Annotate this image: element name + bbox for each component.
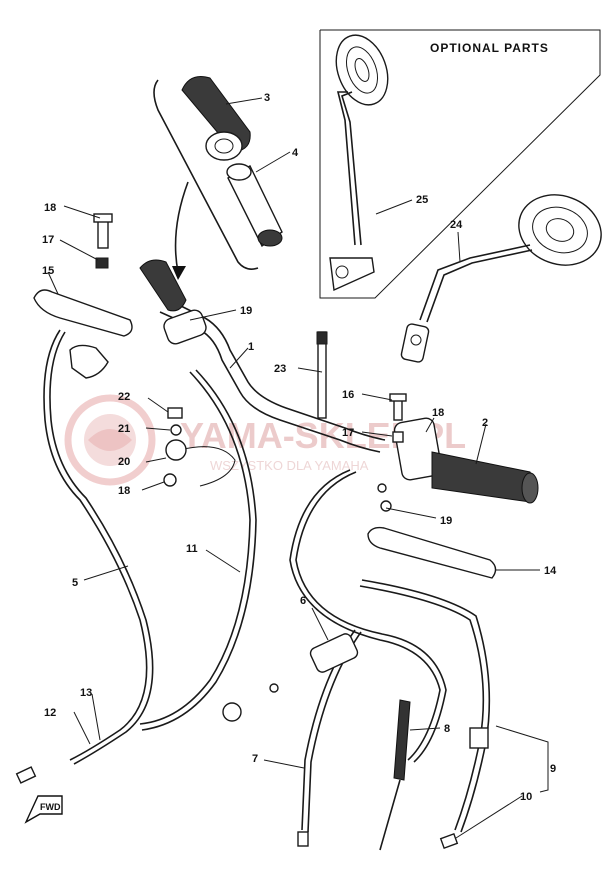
fwd-label: FWD xyxy=(40,802,61,812)
callout-2: 2 xyxy=(482,417,488,429)
optional-parts-panel: OPTIONAL PARTS xyxy=(319,29,601,299)
callout-27: 25 xyxy=(416,194,428,206)
exploded-view-arrow xyxy=(174,181,189,273)
callout-9: 9 xyxy=(550,763,556,775)
callout-4: 4 xyxy=(292,147,299,159)
small-hardware xyxy=(93,213,407,512)
callout-8: 8 xyxy=(444,723,450,735)
callout-14: 14 xyxy=(544,565,557,577)
callout-17-right: 17 xyxy=(342,427,354,439)
callout-12: 12 xyxy=(44,707,56,719)
callout-1: 1 xyxy=(248,341,254,353)
callout-13: 13 xyxy=(80,687,92,699)
callout-17-left: 17 xyxy=(42,234,54,246)
watermark: YAMA-SKLEP.PL WSZYSTKO DLA YAMAHA xyxy=(64,394,466,486)
callout-25: 23 xyxy=(274,363,286,375)
callout-labels: 3 4 18 17 15 19 1 23 16 17 18 2 19 22 21… xyxy=(42,92,557,803)
brake-lever-14-drawing xyxy=(367,526,497,579)
mirror-26-drawing xyxy=(400,194,602,363)
callout-21: 19 xyxy=(240,305,252,317)
callout-15: 15 xyxy=(42,265,54,277)
callout-11: 11 xyxy=(186,543,198,555)
callout-5: 5 xyxy=(72,577,78,589)
callout-18-left: 18 xyxy=(118,485,130,497)
throttle-sleeve-4-drawing xyxy=(226,163,283,248)
callout-18-right: 19 xyxy=(440,515,452,527)
leader-lines xyxy=(47,97,549,839)
watermark-sub-text: WSZYSTKO DLA YAMAHA xyxy=(210,458,369,473)
callout-26: 24 xyxy=(450,219,463,231)
cables xyxy=(15,329,491,851)
grip-3-drawing xyxy=(181,76,251,161)
callout-20: 18 xyxy=(432,407,444,419)
mirror-27-drawing xyxy=(329,34,389,292)
handlebar-1-drawing xyxy=(139,259,539,504)
callout-19: 18 xyxy=(44,202,56,214)
fwd-marker: FWD xyxy=(24,795,63,824)
callout-3: 3 xyxy=(264,92,270,104)
callout-24: 22 xyxy=(118,391,130,403)
callout-7: 7 xyxy=(252,753,258,765)
callout-22: 20 xyxy=(118,456,130,468)
callout-16: 16 xyxy=(342,389,354,401)
optional-parts-title: OPTIONAL PARTS xyxy=(430,41,549,55)
clutch-lever-15-drawing xyxy=(33,289,133,379)
exploded-view-bracket xyxy=(153,79,259,270)
callout-6: 6 xyxy=(300,595,306,607)
callout-10: 10 xyxy=(520,791,532,803)
callout-23: 21 xyxy=(118,423,130,435)
